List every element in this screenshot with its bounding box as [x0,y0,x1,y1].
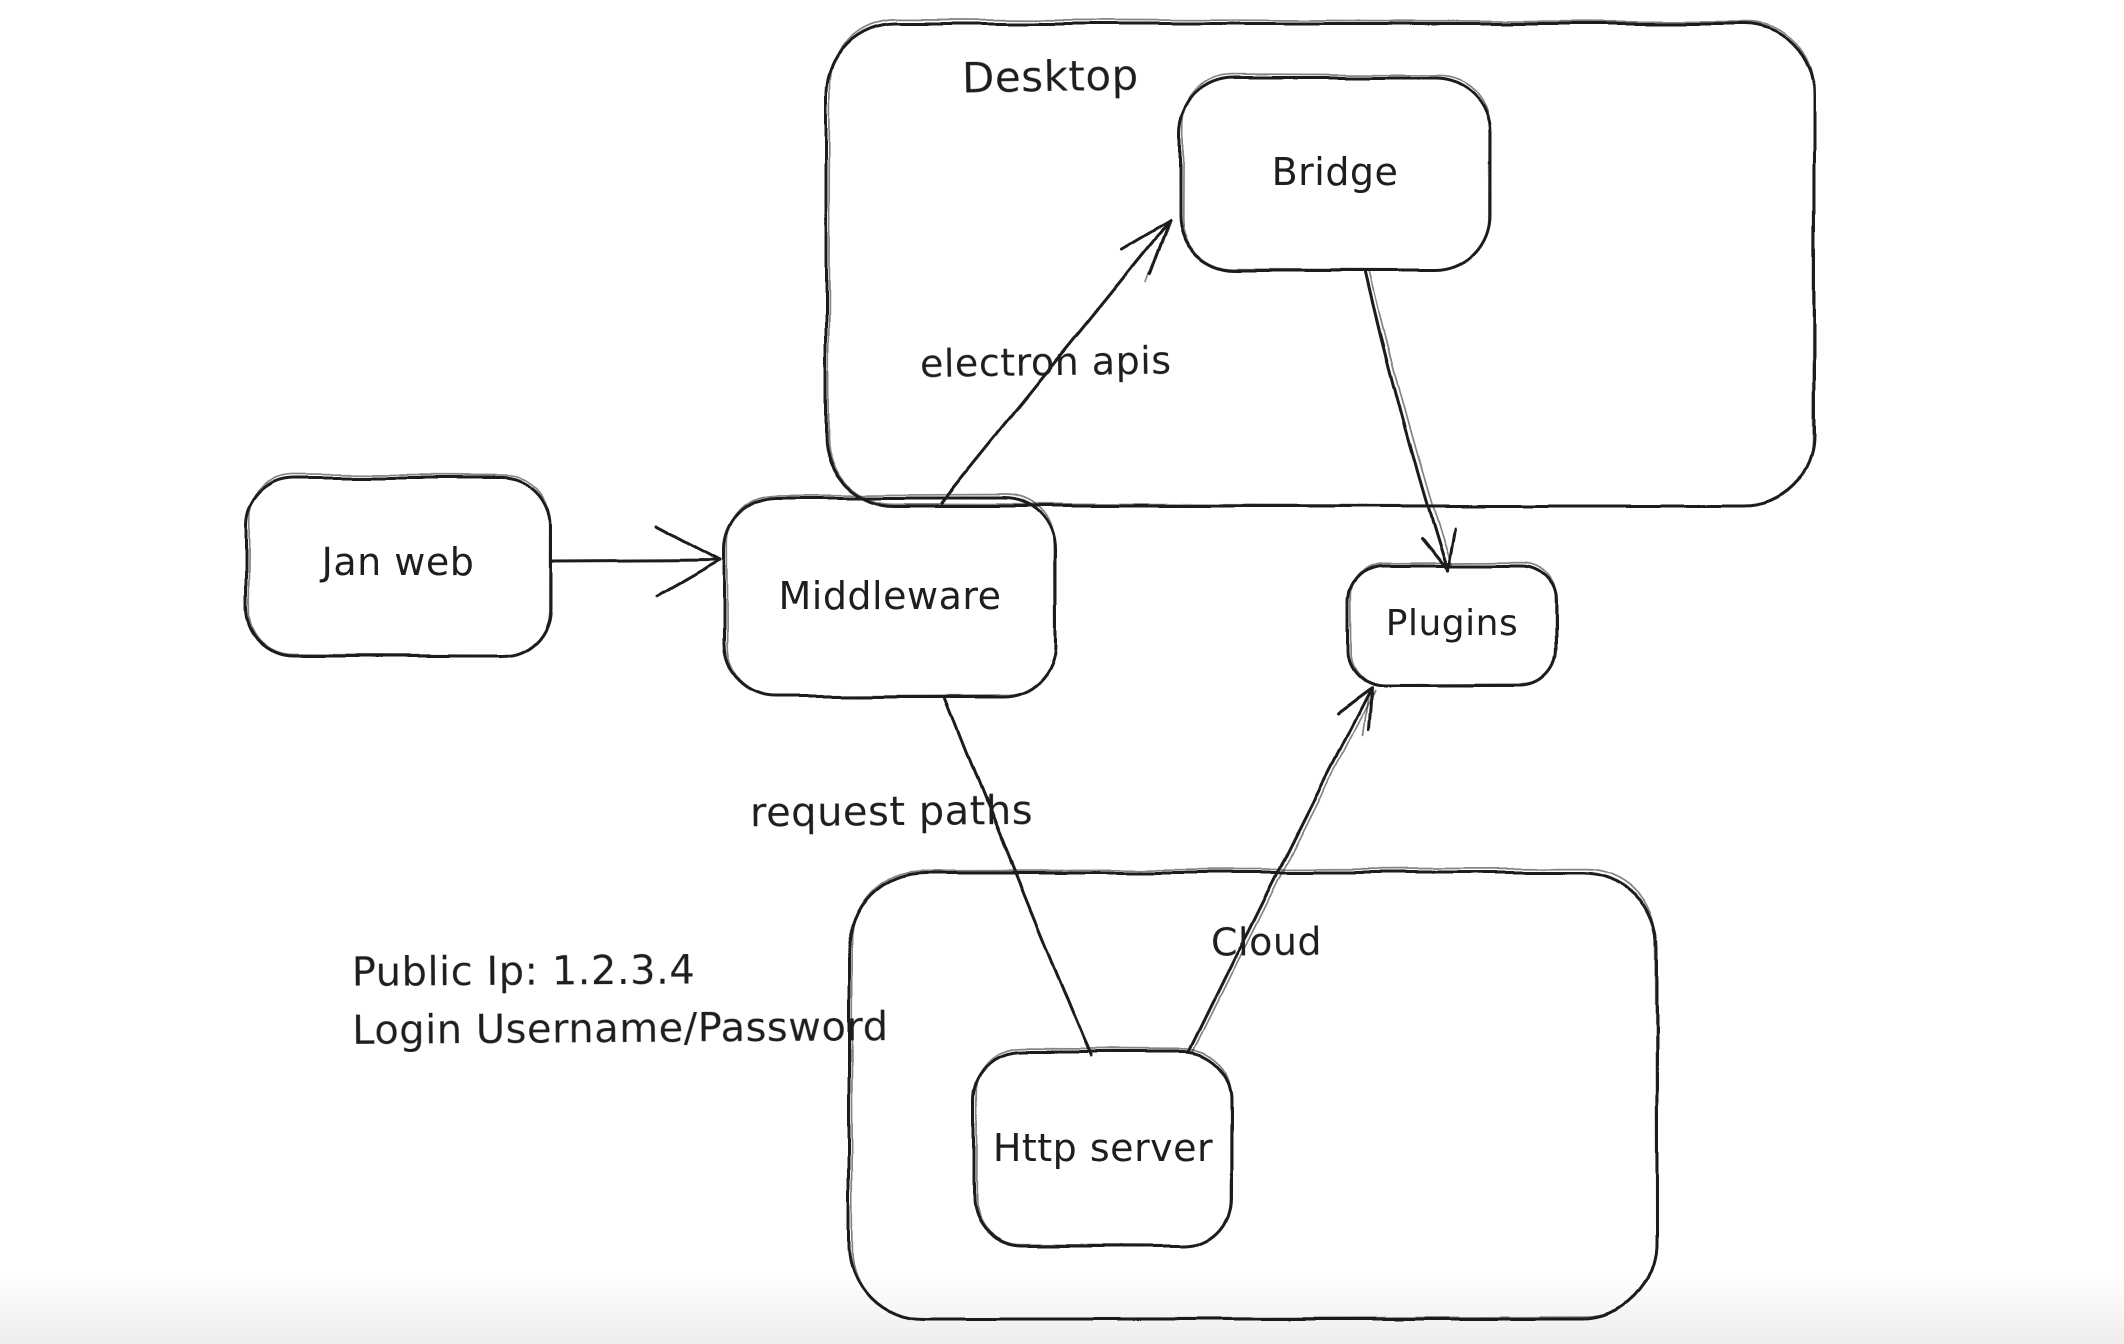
node-http-server-overdraw [975,1047,1233,1247]
arrow-middleware-to-http-server[interactable] [944,696,1093,1058]
node-plugins-box[interactable] [1346,561,1558,688]
arrow-line [550,558,722,563]
node-jan-web-label: Jan web [321,540,475,584]
node-plugins-overdraw [1349,561,1556,687]
arrow-head-wing [656,558,722,598]
annotation-public-ip-login[interactable]: Public Ip: 1.2.3.4 Login Username/Passwo… [352,940,889,1060]
arrow-jan-web-to-middleware[interactable] [550,524,722,598]
arrow-head-wing [654,524,722,562]
arrow-head-overdraw [1145,222,1169,283]
node-plugins-outline [1346,564,1558,688]
node-bridge-outline [1178,76,1492,272]
node-jan-web-outline [244,476,552,658]
arrow-head-wing [1119,218,1172,251]
annotation-login-line: Login Username/Password [352,1004,889,1054]
node-jan-web-overdraw [247,473,551,657]
arrow-line-overdraw [1193,690,1375,1052]
node-middleware-box[interactable] [722,493,1058,698]
arrow-line [1364,270,1449,572]
node-http-server-box[interactable] [972,1047,1234,1248]
arrow-line [1188,686,1373,1053]
arrow-head-wing [1335,686,1373,715]
node-jan-web-box[interactable] [244,473,552,658]
container-desktop-outline [824,22,1816,508]
arrow-line [939,218,1172,505]
arrow-line-overdraw [1369,271,1452,567]
arrow-head-overdraw [1361,691,1369,737]
node-plugins-label: Plugins [1385,603,1519,644]
container-cloud-outline [847,871,1659,1321]
container-desktop-overdraw [827,19,1815,507]
arrow-bridge-to-plugins[interactable] [1364,270,1456,572]
arrow-head-wing [1445,526,1456,572]
node-bridge-box[interactable] [1178,73,1492,272]
container-desktop-label[interactable]: Desktop [961,50,1140,103]
node-middleware-overdraw [725,493,1057,697]
edge-label-electron-apis[interactable]: electron apis [919,338,1172,386]
node-middleware-label: Middleware [778,574,1002,618]
node-http-server-label: Http server [992,1126,1214,1170]
container-cloud-box[interactable] [847,868,1659,1321]
arrow-middleware-to-bridge[interactable] [939,218,1172,505]
arrow-line [944,696,1093,1058]
container-cloud-label[interactable]: Cloud [1210,919,1323,965]
node-middleware-outline [722,496,1058,698]
node-bridge-overdraw [1181,73,1491,271]
node-http-server-outline [972,1050,1234,1248]
container-desktop-box[interactable] [824,19,1816,508]
edge-label-request-paths[interactable]: request paths [749,787,1034,837]
container-cloud-overdraw [850,868,1658,1320]
arrow-http-server-to-plugins[interactable] [1188,686,1375,1053]
arrow-head-wing [1366,686,1373,732]
annotation-public-ip-line: Public Ip: 1.2.3.4 [351,947,696,996]
node-bridge-label: Bridge [1271,150,1399,194]
arrow-head-wing [1419,536,1449,572]
